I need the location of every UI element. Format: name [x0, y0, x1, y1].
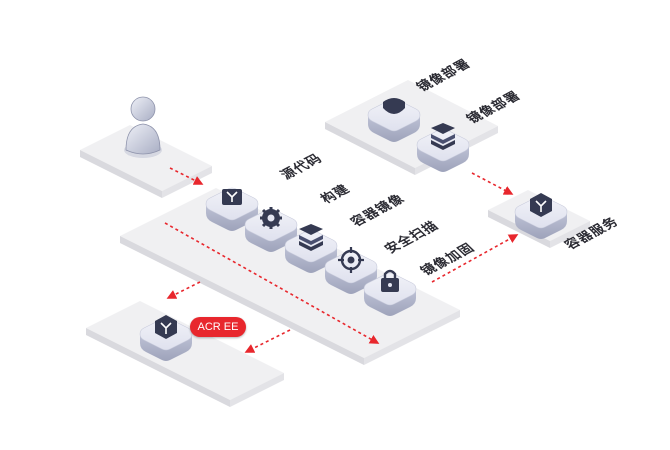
acr-cube-icon — [155, 315, 177, 339]
platform-acr — [86, 301, 284, 407]
layers-icon — [431, 123, 455, 150]
tile-container-image — [284, 224, 338, 274]
code-y-icon — [222, 189, 242, 205]
user-figure-icon — [124, 96, 162, 158]
arrow-deploy-to-container — [471, 172, 514, 195]
lock-icon — [381, 269, 399, 292]
acr-ee-badge: ACR EE — [190, 317, 246, 337]
tile-security-scan — [324, 247, 378, 295]
tile-deploy-2 — [416, 123, 470, 173]
container-cube-icon — [530, 193, 552, 217]
tile-build — [244, 207, 298, 253]
arrow-to-acr-left — [166, 281, 201, 299]
shield-icon — [383, 98, 405, 114]
arrow-to-container-service — [431, 234, 519, 283]
tile-image-sign — [363, 269, 417, 317]
tile-acr — [139, 315, 193, 362]
gear-icon — [260, 207, 282, 229]
tile-deploy-1 — [367, 98, 421, 143]
scan-target-icon — [338, 247, 364, 273]
layers-icon — [299, 224, 323, 251]
platform-pipeline — [120, 188, 460, 365]
flow-arrows — [164, 167, 519, 353]
arrow-from-pipeline-to-acr — [244, 329, 291, 353]
tile-source-code — [205, 187, 259, 232]
arrow-pipeline-diagonal — [164, 222, 380, 344]
tile-container-service — [514, 193, 568, 240]
platform-user — [80, 125, 212, 198]
